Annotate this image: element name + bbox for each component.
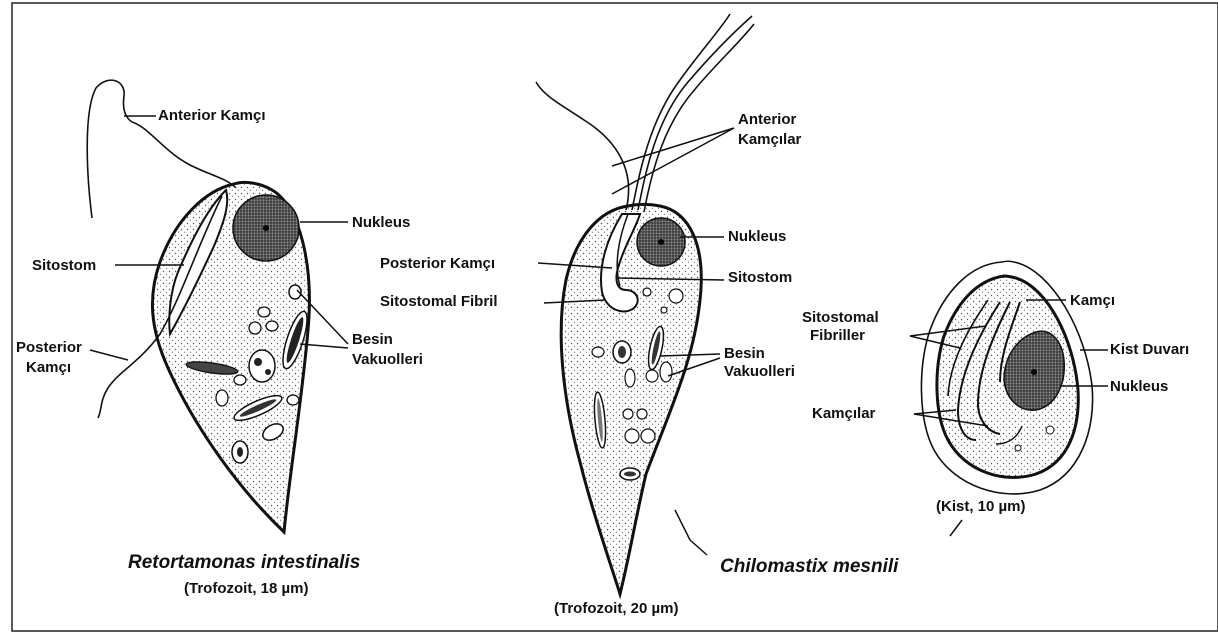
species-name-chilomastix: Chilomastix mesnili <box>720 556 898 578</box>
label-food-vacuoles-retortamonas-line2: Vakuolleri <box>352 350 423 369</box>
label-posterior-flagellum-retortamonas-line2: Kamçı <box>26 358 71 377</box>
stage-caption-chilomastix-trophozoite: (Trofozoit, 20 µm) <box>554 600 678 617</box>
label-anterior-flagellum-retortamonas: Anterior Kamçı <box>158 106 266 125</box>
label-cytostomal-fibrils-cyst-line2: Fibriller <box>810 326 865 345</box>
label-food-vacuoles-chilomastix-line1: Besin <box>724 344 765 363</box>
stage-caption-chilomastix-cyst: (Kist, 10 µm) <box>936 498 1026 515</box>
label-posterior-flagellum-chilomastix: Posterior Kamçı <box>380 254 495 273</box>
stage-caption-retortamonas: (Trofozoit, 18 µm) <box>184 580 308 597</box>
retortamonas-trophozoite <box>87 80 348 532</box>
label-nucleus-cyst: Nukleus <box>1110 377 1168 396</box>
label-cytostome-chilomastix: Sitostom <box>728 268 792 287</box>
label-anterior-flagella-chilomastix-line2: Kamçılar <box>738 130 801 149</box>
label-flagella-cyst: Kamçılar <box>812 404 875 423</box>
label-flagellum-cyst: Kamçı <box>1070 291 1115 310</box>
label-food-vacuoles-chilomastix-line2: Vakuolleri <box>724 362 795 381</box>
label-cytostomal-fibril-chilomastix: Sitostomal Fibril <box>380 292 498 311</box>
label-cytostome-retortamonas: Sitostom <box>32 256 96 275</box>
species-name-retortamonas: Retortamonas intestinalis <box>128 552 360 574</box>
label-anterior-flagella-chilomastix-line1: Anterior <box>738 110 796 129</box>
label-cytostomal-fibrils-cyst-line1: Sitostomal <box>802 308 879 327</box>
label-nucleus-chilomastix: Nukleus <box>728 227 786 246</box>
label-nucleus-retortamonas: Nukleus <box>352 213 410 232</box>
label-food-vacuoles-retortamonas-line1: Besin <box>352 330 393 349</box>
chilomastix-trophozoite <box>536 14 754 594</box>
label-posterior-flagellum-retortamonas-line1: Posterior <box>16 338 82 357</box>
label-cyst-wall: Kist Duvarı <box>1110 340 1189 359</box>
